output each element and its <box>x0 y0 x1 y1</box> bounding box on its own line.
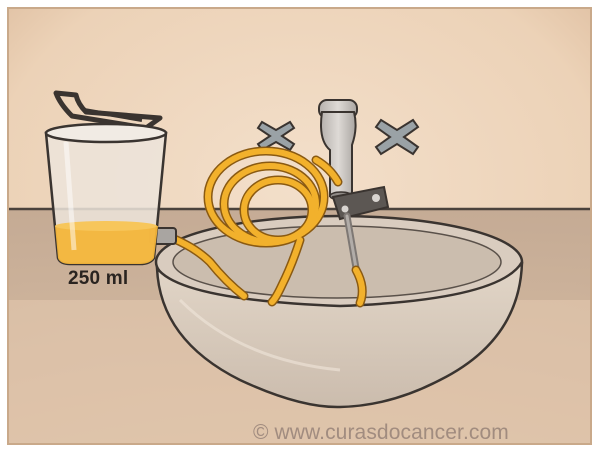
watermark-text: © www.curasdocancer.com <box>253 421 509 445</box>
volume-label: 250 ml <box>68 268 128 290</box>
